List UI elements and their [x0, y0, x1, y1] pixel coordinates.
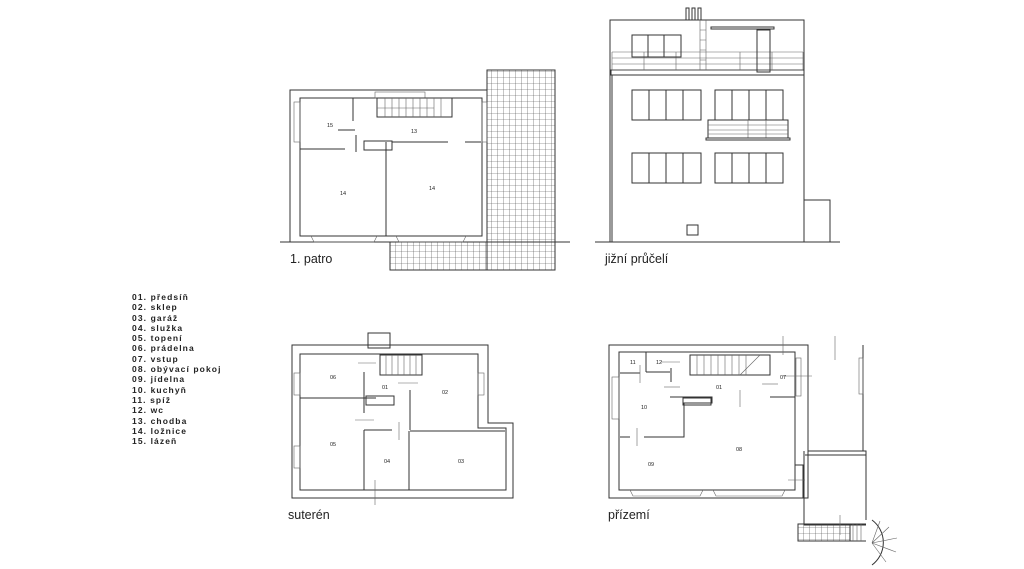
room-label: 11 — [630, 360, 636, 366]
room-label: 09 — [648, 462, 654, 468]
room-label: 14 — [340, 191, 346, 197]
room-label: 07 — [780, 375, 786, 381]
legend-item: 11. spíž — [132, 394, 172, 405]
caption-south-elevation: jižní průčelí — [604, 252, 669, 266]
legend-item: 14. ložnice — [132, 425, 188, 436]
caption-first-floor: 1. patro — [290, 252, 332, 266]
caption-ground-floor: přízemí — [608, 508, 650, 522]
legend-item: 04. služka — [132, 322, 184, 333]
entrance-paving — [797, 523, 851, 542]
legend-item: 06. prádelna — [132, 343, 195, 354]
legend-item: 09. jídelna — [132, 374, 186, 385]
legend-item: 03. garáž — [132, 312, 179, 323]
legend-item: 10. kuchyň — [132, 384, 187, 395]
legend-item: 07. vstup — [132, 353, 179, 364]
room-label: 13 — [411, 129, 417, 135]
room-legend: 01. předsíň 02. sklep 03. garáž 04. služ… — [132, 292, 222, 446]
room-label: 10 — [641, 405, 647, 411]
caption-basement: suterén — [288, 508, 330, 522]
basement-plan: 06 01 02 05 04 03 suterén — [288, 332, 514, 522]
south-elevation: jižní průčelí — [595, 7, 840, 266]
room-label: 14 — [429, 186, 435, 192]
first-floor-plan: 15 13 14 14 1. patro — [280, 69, 570, 271]
room-label: 01 — [716, 385, 722, 391]
room-label: 15 — [327, 123, 333, 129]
legend-item: 08. obývací pokoj — [132, 364, 222, 375]
room-label: 02 — [442, 390, 448, 396]
room-label: 12 — [656, 360, 662, 366]
legend-item: 15. lázeň — [132, 436, 178, 447]
ground-floor-plan: 11 12 01 07 10 08 09 přízemí — [608, 336, 898, 566]
legend-item: 13. chodba — [132, 415, 188, 426]
legend-item: 02. sklep — [132, 302, 178, 313]
terrace-paving — [486, 69, 556, 271]
window-row — [631, 89, 784, 184]
room-label: 08 — [736, 447, 742, 453]
room-label: 01 — [382, 385, 388, 391]
room-label: 05 — [330, 442, 336, 448]
room-label: 04 — [384, 459, 390, 465]
legend-item: 01. předsíň — [132, 292, 189, 302]
room-label: 06 — [330, 375, 336, 381]
legend-item: 12. wc — [132, 405, 165, 416]
legend-item: 05. topení — [132, 333, 183, 344]
terrace-paving — [389, 241, 488, 271]
room-label: 03 — [458, 459, 464, 465]
spiral-staircase — [871, 519, 884, 566]
